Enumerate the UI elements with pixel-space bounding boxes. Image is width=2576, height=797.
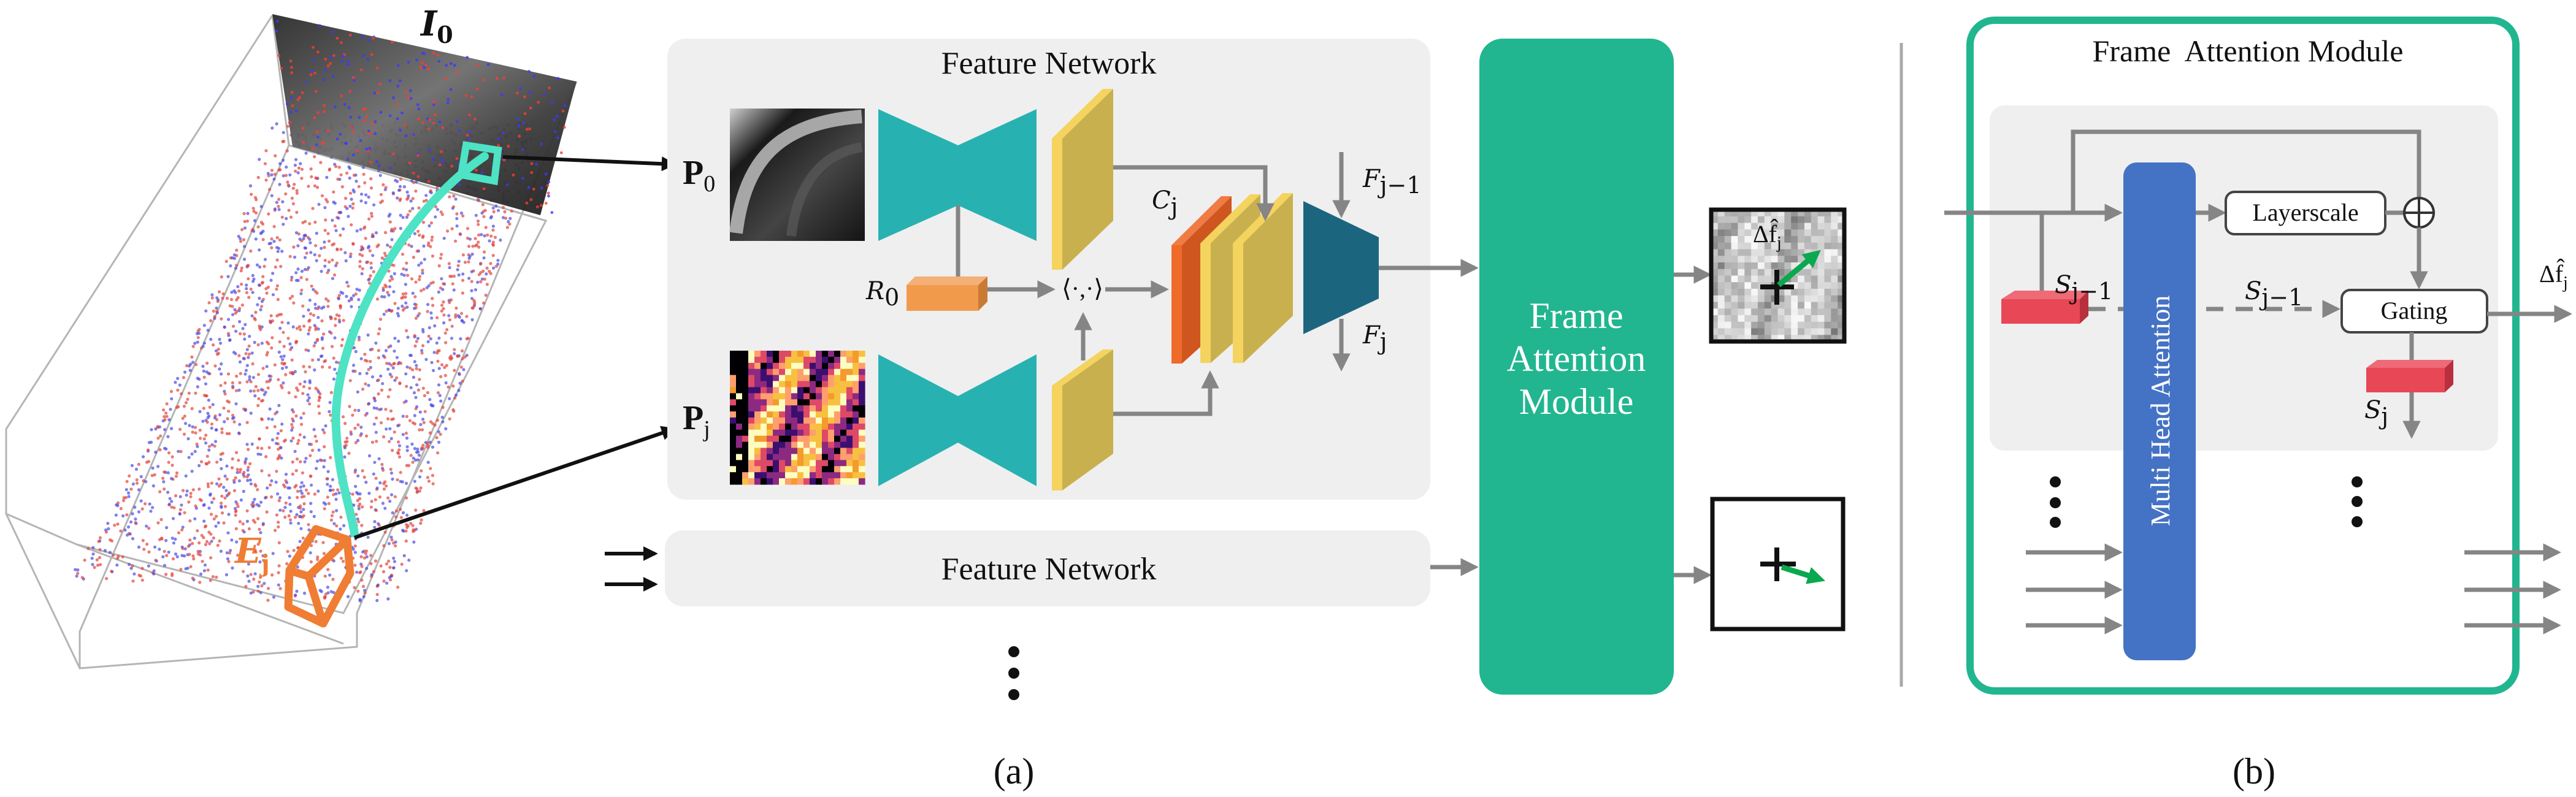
arrow-to-p0: [502, 155, 677, 172]
multi-head-attention-label: Multi Head Attention: [2145, 296, 2175, 526]
fam-label-line2: Attention: [1507, 338, 1646, 379]
feature-network-title: Feature Network: [941, 46, 1157, 81]
flow-decoder: [1303, 201, 1379, 334]
gating-label: Gating: [2381, 297, 2448, 324]
caption-a: (a): [994, 751, 1035, 791]
patch-p0-label: P0: [683, 154, 715, 197]
event-patch-box: [284, 525, 355, 628]
arrow-to-pj: [354, 425, 677, 540]
state-prev-label-2: Sj−1: [2245, 277, 2303, 311]
reference-patch-highlight: [729, 110, 862, 234]
mha-input-arrows: [2026, 543, 2123, 635]
fam-detail-title: Frame Attention Module: [2093, 34, 2404, 68]
reference-feature-map: [1052, 89, 1113, 270]
gating-box: [2340, 289, 2488, 334]
reference-patch-shade: [786, 142, 863, 237]
flow-vector-arrow: [1777, 250, 1821, 288]
event-feature-to-stack-arrow: [1113, 370, 1219, 416]
correlation-operator: ⟨·,·⟩: [1062, 275, 1103, 302]
patch-pj-label: Pj: [683, 399, 710, 442]
residual-skip-line: [2071, 129, 2421, 213]
fam-label-line1: Frame: [1529, 296, 1623, 336]
fam-detail-border: [1966, 17, 2520, 695]
feature-track-curve: [331, 152, 489, 538]
feature-network-repeat-background: [665, 530, 1430, 606]
caption-b: (b): [2233, 751, 2275, 791]
image-label: I0: [420, 4, 453, 48]
f-cur-label: Fj: [1362, 321, 1387, 355]
state-prev-label: Sj−1: [2055, 271, 2113, 305]
state-cur-block: [2366, 360, 2453, 392]
event-encoder: [878, 354, 1037, 486]
fam-label-line3: Module: [1519, 381, 1634, 422]
fam-output-label: Δf̂j: [2539, 259, 2568, 292]
f-prev-label: Fj−1: [1362, 165, 1422, 199]
correlation-volume-label: Cj: [1152, 186, 1178, 220]
fam-output-arrows: [2464, 543, 2561, 635]
ellipsis-dots-b-left: [2050, 476, 2061, 528]
feature-network-panel: Feature Network P0 Pj R0: [667, 39, 1479, 500]
event-patch-image: [730, 351, 865, 485]
feature-network-repeat: Feature Network: [605, 530, 1479, 606]
ellipsis-dots-b-right: [2352, 476, 2363, 527]
ellipsis-dots-a: [1008, 646, 1019, 700]
correlation-volume-stack: [1171, 193, 1293, 364]
layerscale-label: Layerscale: [2252, 199, 2358, 226]
frame-attention-module-block: Frame Attention Module: [1479, 39, 1674, 695]
event-patch-label: Ej: [234, 531, 269, 577]
reference-encoder: [878, 109, 1037, 241]
event-volume-scene: I0 Ej: [5, 4, 677, 669]
r0-label: R0: [865, 277, 899, 311]
event-feature-map: [1052, 349, 1113, 490]
state-prev-block: [2001, 291, 2088, 324]
flow-vector-arrow-2: [1781, 564, 1825, 584]
output-patch-1: Δf̂j: [1709, 207, 1847, 344]
residual-add-icon: [2403, 197, 2435, 229]
delta-flow-label: Δf̂j: [1753, 219, 1782, 253]
output-patch-2: [1710, 497, 1846, 631]
reference-feature-to-stack-arrow: [1113, 165, 1275, 221]
state-cur-label: Sj: [2364, 396, 2388, 430]
feature-network-repeat-title: Feature Network: [941, 552, 1157, 587]
fam-detail-panel: Frame Attention Module Sj−1 Sj−1 Multi H…: [1944, 17, 2572, 695]
multi-head-attention-block: [2123, 162, 2196, 660]
reference-patch-marker: [457, 141, 502, 186]
r0-block: [907, 276, 987, 311]
